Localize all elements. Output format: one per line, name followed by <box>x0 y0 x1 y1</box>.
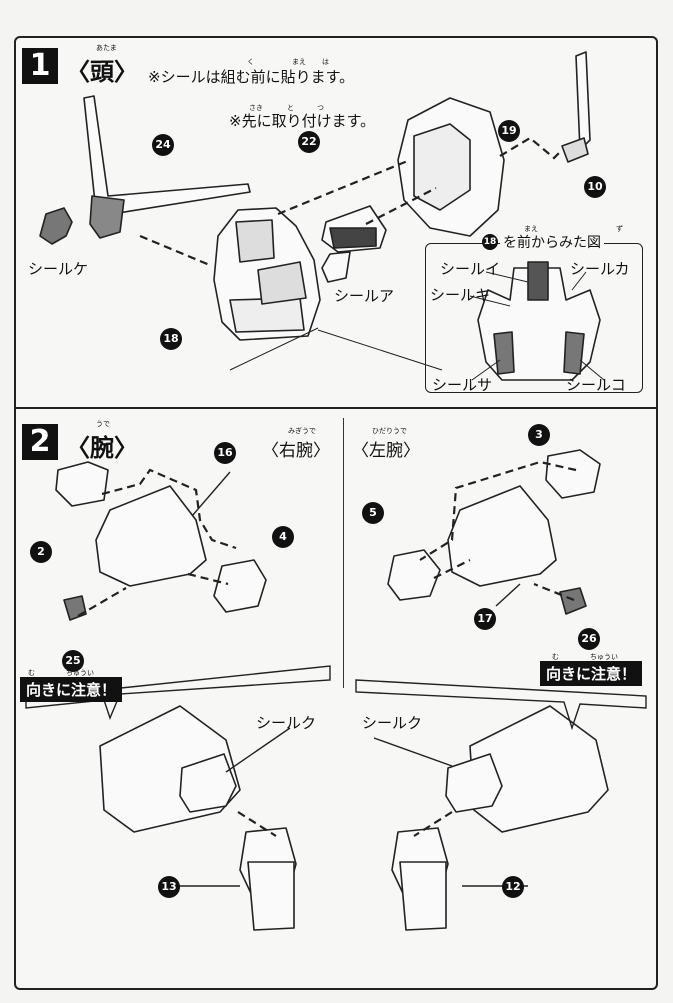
seal-ko-label: シールコ <box>566 376 626 394</box>
seal-ki-label: シールキ <box>430 286 491 304</box>
inset-part-number-18: 18 <box>482 234 498 250</box>
right-arm-ruby: みぎうで <box>288 427 316 435</box>
right-arm-label: 〈右腕〉 <box>262 441 330 461</box>
orientation-warning-left: 向きに注意！ <box>540 661 643 686</box>
title-ruby: あたま <box>96 44 117 52</box>
part-number-17: 17 <box>474 608 496 630</box>
seal-i-label: シールイ <box>440 260 501 278</box>
arm-divider <box>343 418 344 688</box>
step1-note: ※シールは組む前に貼ります。 <box>148 68 355 86</box>
step-number-2: 2 <box>22 424 58 460</box>
left-shoulder-armor <box>447 485 557 587</box>
part-number-3: 3 <box>528 424 550 446</box>
seal-ku-label-left: シールク <box>362 714 423 732</box>
part-number-26: 26 <box>578 628 600 650</box>
warning-ruby-3: む <box>552 653 559 661</box>
part-number-18: 18 <box>160 328 182 350</box>
inset-title: を前からみた図 <box>500 232 604 252</box>
part-number-22: 22 <box>298 131 320 153</box>
seal-sa-label: シールサ <box>432 376 493 394</box>
note-ruby-1: く <box>247 58 254 66</box>
step1-note2: ※先に取り付けます。 <box>229 112 376 130</box>
warning-ruby-2: ちゅうい <box>66 669 94 677</box>
step-number-1: 1 <box>22 48 58 84</box>
inset-ruby-1: まえ <box>524 225 538 233</box>
left-arm-ruby: ひだりうで <box>372 427 407 435</box>
seal-a-label: シールア <box>334 287 395 305</box>
part-number-24: 24 <box>152 134 174 156</box>
left-arm-label: 〈左腕〉 <box>352 441 420 461</box>
note-ruby-3: は <box>322 58 329 66</box>
part-number-13: 13 <box>158 876 180 898</box>
seal-ku-label-right: シールク <box>256 714 317 732</box>
seal-ka-label: シールカ <box>570 260 630 278</box>
note2-ruby-1: さき <box>249 104 263 112</box>
orientation-warning-right: 向きに注意！ <box>20 677 123 702</box>
warning-ruby-4: ちゅうい <box>590 653 618 661</box>
part-number-2: 2 <box>30 541 52 563</box>
part-number-25: 25 <box>62 650 84 672</box>
part-number-4: 4 <box>272 526 294 548</box>
part-number-10: 10 <box>584 176 606 198</box>
step2-title-ruby: うで <box>96 420 110 428</box>
section-divider <box>14 407 658 409</box>
inset-ruby-2: ず <box>616 225 623 233</box>
step2-title: 〈腕〉 <box>66 434 138 462</box>
antenna-part-10 <box>575 51 591 151</box>
part-number-16: 16 <box>214 442 236 464</box>
part-number-5: 5 <box>362 502 384 524</box>
seal-ke-label: シールケ <box>28 260 89 278</box>
right-shoulder-armor <box>95 485 207 587</box>
part-number-12: 12 <box>502 876 524 898</box>
note2-ruby-2: と <box>287 104 294 112</box>
part-number-19: 19 <box>498 120 520 142</box>
note2-ruby-3: つ <box>317 104 324 112</box>
note-ruby-2: まえ <box>292 58 306 66</box>
warning-ruby-1: む <box>28 669 35 677</box>
step1-title: 〈頭〉 <box>66 58 138 86</box>
